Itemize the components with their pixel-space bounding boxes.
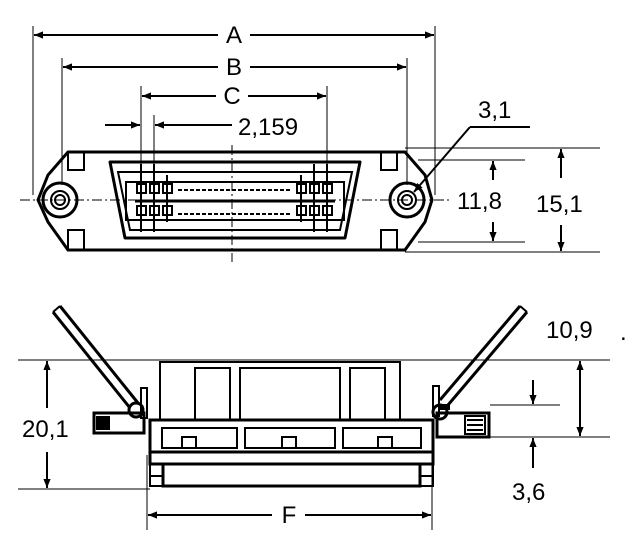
contact-body [161, 462, 422, 488]
flange-notch-bl [67, 229, 85, 251]
side-dimensions: 10,9 . 20,1 3,6 F [18, 317, 627, 530]
label-c: C [223, 83, 240, 110]
label-hole-diameter: 3,1 [478, 97, 511, 124]
label-a: A [226, 22, 242, 49]
label-offset: 3,6 [512, 479, 545, 506]
front-flange [36, 150, 434, 252]
label-latch-height: 10,9 [546, 317, 593, 344]
flange-notch-br [380, 229, 398, 251]
contacts-left [136, 164, 173, 232]
front-dimensions: A B C 2,159 3,1 11,8 15,1 [32, 22, 600, 253]
label-inner-height: 11,8 [457, 188, 502, 215]
flange-notch-tr [380, 151, 398, 171]
label-total-height: 20,1 [22, 416, 69, 443]
connector-shell [108, 160, 362, 240]
label-f: F [282, 502, 297, 529]
side-view [51, 305, 529, 488]
contacts-right [296, 164, 333, 232]
label-b: B [226, 54, 242, 81]
contact-insulator [125, 181, 345, 221]
label-pitch: 2,159 [238, 114, 298, 141]
front-view [20, 145, 450, 262]
flange-notch-tl [67, 151, 85, 171]
label-outer-height: 15,1 [536, 191, 583, 218]
stray-dot: . [620, 319, 627, 346]
right-latch [431, 305, 529, 439]
left-latch [51, 305, 148, 435]
